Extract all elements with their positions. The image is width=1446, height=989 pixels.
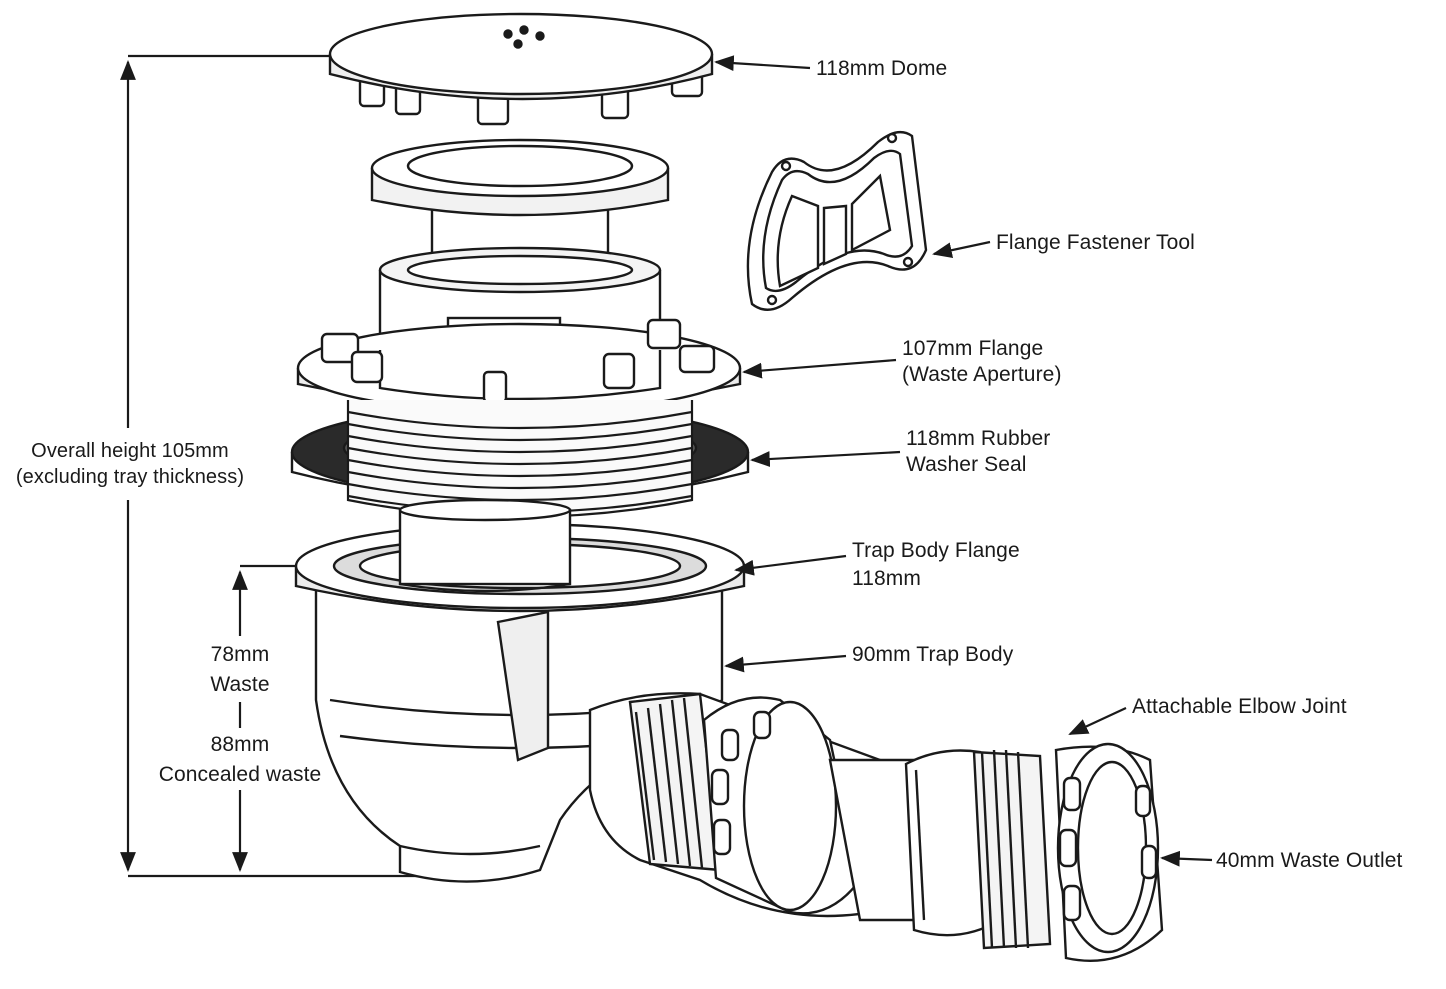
label-washer-line2: Washer Seal (906, 453, 1027, 476)
dome-illustration (328, 12, 714, 126)
arrow-outlet (1160, 850, 1213, 867)
label-waste-height: 78mm (210, 643, 270, 666)
waste-flange-illustration (296, 246, 742, 414)
label-trap-body: 90mm Trap Body (852, 643, 1014, 666)
arrow-elbow (1068, 707, 1127, 735)
elbow-joint-illustration (588, 692, 1002, 937)
arrow-flange (742, 358, 897, 379)
label-concealed-height: 88mm (210, 733, 270, 756)
label-washer-line1: 118mm Rubber (906, 427, 1051, 450)
label-flange-line1: 107mm Flange (902, 337, 1044, 360)
waste-height-dimension (232, 564, 300, 872)
flange-fastener-tool-illustration (746, 130, 928, 311)
label-flange-fastener-tool: Flange Fastener Tool (996, 231, 1195, 254)
label-elbow-joint: Attachable Elbow Joint (1132, 695, 1347, 718)
waste-outlet-illustration (972, 742, 1164, 962)
label-overall-height: Overall height 105mm (31, 440, 229, 462)
arrow-dome (714, 55, 811, 72)
label-trap-flange-line2: 118mm (852, 567, 921, 590)
label-flange-line2: (Waste Aperture) (902, 363, 1062, 386)
arrow-trap-flange (734, 554, 847, 576)
arrow-washer (750, 450, 901, 467)
label-waste-outlet: 40mm Waste Outlet (1216, 849, 1403, 872)
label-trap-flange-line1: Trap Body Flange (852, 539, 1020, 562)
label-concealed-waste: Concealed waste (158, 763, 322, 786)
thread-illustration (346, 400, 694, 519)
label-dome: 118mm Dome (816, 57, 948, 80)
overall-height-dimension (120, 54, 450, 878)
label-overall-height-note: (excluding tray thickness) (15, 466, 245, 488)
arrow-flange-tool (932, 240, 991, 259)
arrow-trap-body (724, 654, 847, 673)
label-waste: Waste (210, 673, 270, 696)
callout-arrows (714, 55, 1213, 867)
